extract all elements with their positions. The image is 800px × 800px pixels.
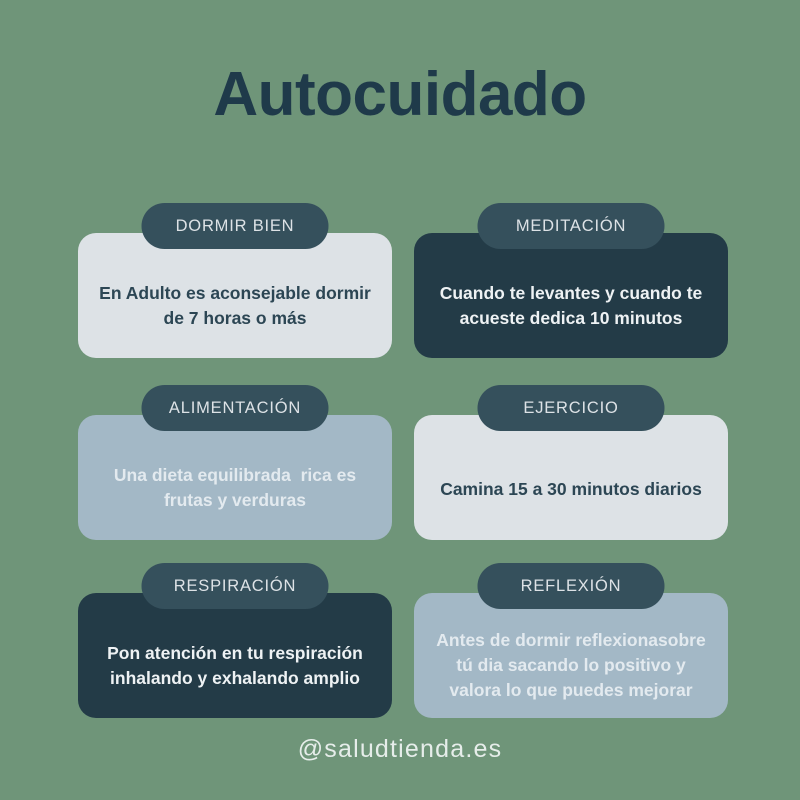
card-body-reflexion: Antes de dormir reflexionasobre tú dia s… [414, 593, 728, 718]
card-badge-reflexion: REFLEXIÓN [477, 563, 665, 609]
card-badge-alimentacion: ALIMENTACIÓN [141, 385, 329, 431]
card-body-meditacion: Cuando te levantes y cuando te acueste d… [414, 233, 728, 358]
card-body-respiracion: Pon atención en tu respiración inhalando… [78, 593, 392, 718]
card-ejercicio[interactable]: EJERCICIO Camina 15 a 30 minutos diarios [414, 385, 728, 563]
card-grid: DORMIR BIEN En Adulto es aconsejable dor… [78, 203, 728, 745]
card-alimentacion[interactable]: ALIMENTACIÓN Una dieta equilibrada rica … [78, 385, 392, 563]
card-badge-ejercicio: EJERCICIO [477, 385, 665, 431]
card-text: Cuando te levantes y cuando te acueste d… [439, 282, 703, 328]
card-row: RESPIRACIÓN Pon atención en tu respiraci… [78, 563, 728, 745]
card-text: En Adulto es aconsejable dormir de 7 hor… [99, 282, 371, 328]
card-text: Una dieta equilibrada rica es frutas y v… [113, 464, 357, 510]
social-handle: @saludtienda.es [297, 735, 503, 763]
card-row: DORMIR BIEN En Adulto es aconsejable dor… [78, 203, 728, 385]
page-title: Autocuidado [213, 60, 587, 129]
card-badge-respiracion: RESPIRACIÓN [141, 563, 329, 609]
card-meditacion[interactable]: MEDITACIÓN Cuando te levantes y cuando t… [414, 203, 728, 385]
card-text: Pon atención en tu respiración inhalando… [107, 642, 363, 688]
card-badge-meditacion: MEDITACIÓN [477, 203, 665, 249]
card-body-dormir-bien: En Adulto es aconsejable dormir de 7 hor… [78, 233, 392, 358]
card-text: Antes de dormir reflexionasobre tú dia s… [436, 630, 706, 700]
card-reflexion[interactable]: REFLEXIÓN Antes de dormir reflexionasobr… [414, 563, 728, 745]
card-body-alimentacion: Una dieta equilibrada rica es frutas y v… [78, 415, 392, 540]
card-body-ejercicio: Camina 15 a 30 minutos diarios [414, 415, 728, 540]
card-dormir-bien[interactable]: DORMIR BIEN En Adulto es aconsejable dor… [78, 203, 392, 385]
card-row: ALIMENTACIÓN Una dieta equilibrada rica … [78, 385, 728, 563]
card-badge-dormir-bien: DORMIR BIEN [141, 203, 329, 249]
card-text: Camina 15 a 30 minutos diarios [440, 479, 702, 500]
card-respiracion[interactable]: RESPIRACIÓN Pon atención en tu respiraci… [78, 563, 392, 745]
